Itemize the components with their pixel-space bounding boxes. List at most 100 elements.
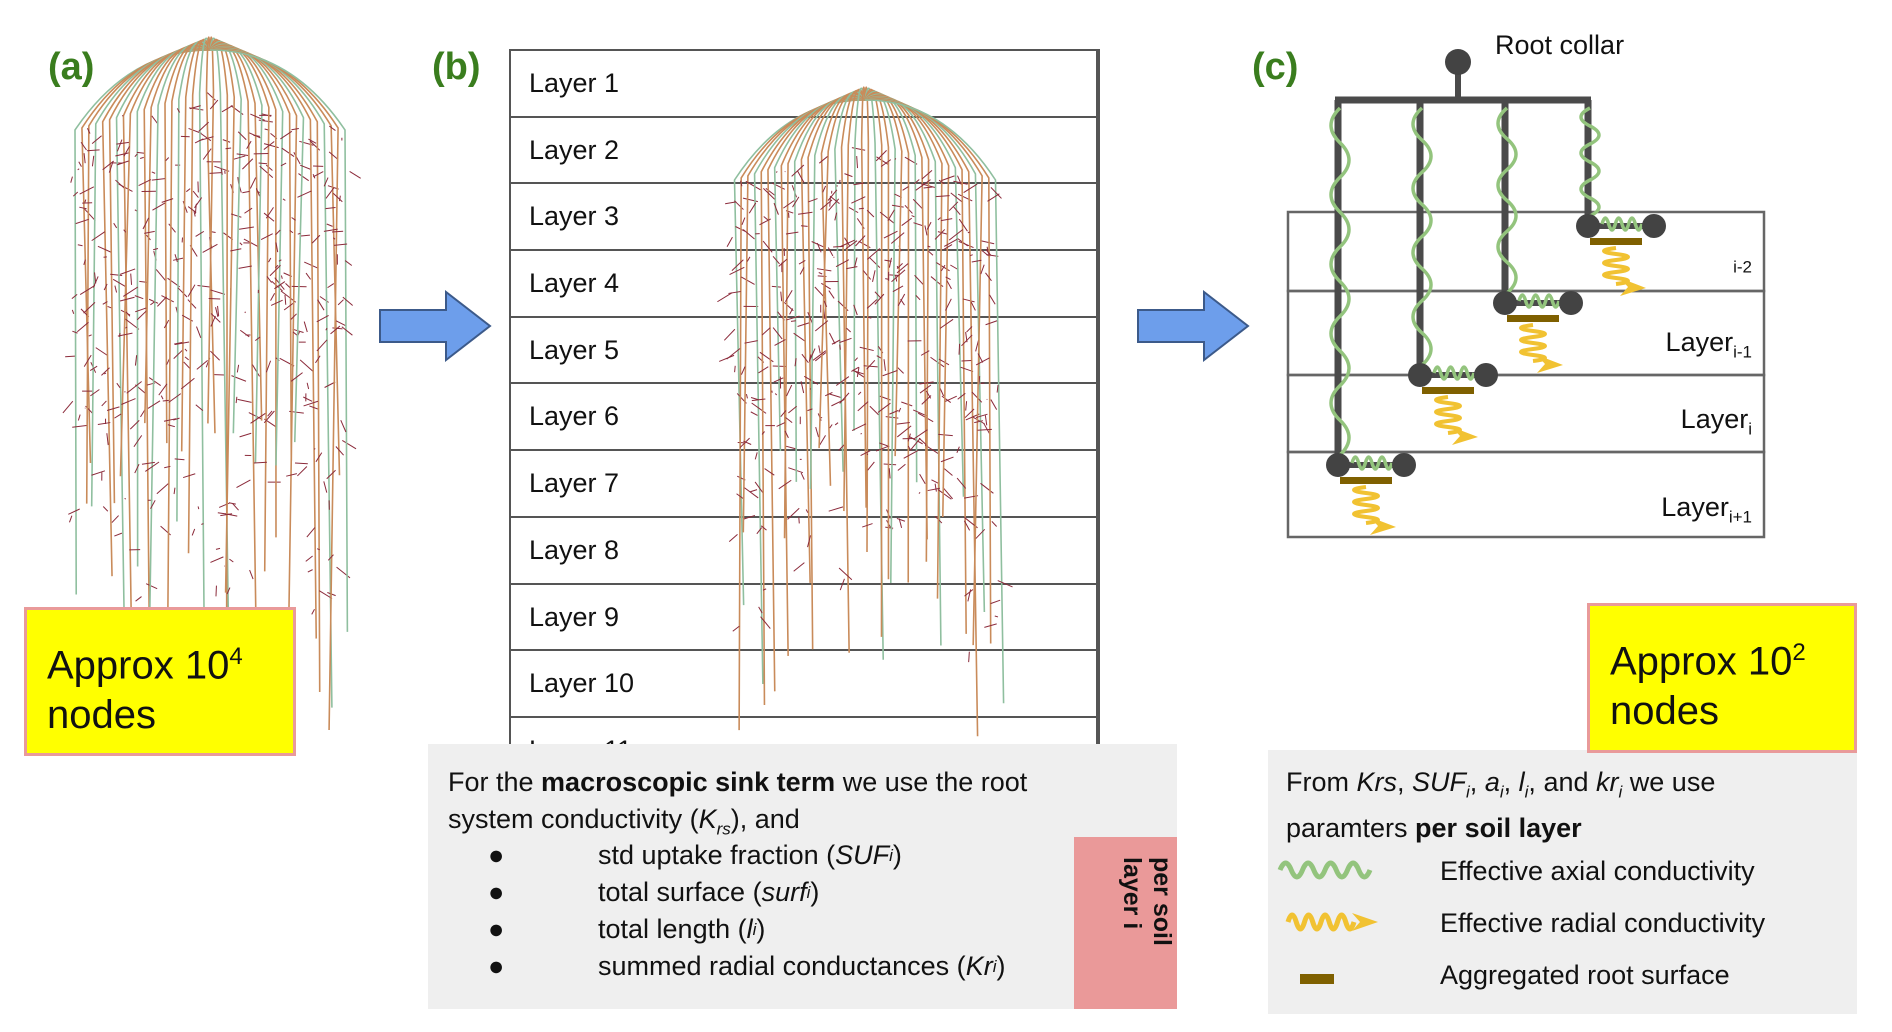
lateral-root: [249, 569, 254, 580]
lateral-root: [196, 360, 208, 370]
lateral-root: [116, 382, 121, 389]
lateral-root: [239, 226, 254, 230]
lateral-root: [237, 398, 252, 403]
lateral-root: [116, 160, 129, 166]
lateral-root: [327, 283, 335, 289]
lateral-root: [136, 151, 145, 154]
lateral-root: [308, 138, 317, 144]
arrow-right-icon: [1137, 290, 1250, 362]
soil-layer: [1286, 450, 1766, 539]
lateral-root: [324, 381, 336, 388]
lateral-root: [68, 508, 80, 515]
bullet-icon: ●: [488, 840, 505, 870]
lateral-root: [172, 257, 184, 261]
root-collar-label: Root collar: [1495, 30, 1625, 60]
lateral-root: [183, 361, 191, 369]
lateral-root: [236, 153, 249, 156]
lateral-root: [339, 195, 341, 202]
aggregated-surface-bar: [1340, 477, 1392, 484]
lateral-root: [101, 367, 110, 376]
lateral-root: [89, 365, 98, 371]
lateral-root: [280, 162, 287, 167]
lateral-root: [226, 587, 231, 595]
axial-conductivity-wave: [1411, 106, 1433, 367]
lateral-root: [162, 399, 170, 402]
lateral-root: [144, 230, 155, 234]
lateral-root: [323, 481, 328, 493]
lateral-root: [290, 313, 297, 320]
lateral-root: [251, 364, 260, 377]
lateral-root: [166, 358, 170, 365]
lateral-root: [187, 284, 196, 297]
lateral-root: [325, 327, 328, 331]
lateral-root: [97, 422, 111, 426]
lateral-root: [187, 299, 197, 309]
lateral-root: [195, 404, 204, 412]
lateral-root: [333, 237, 336, 240]
lateral-root: [303, 396, 313, 402]
lateral-root: [130, 273, 133, 285]
lateral-root: [278, 259, 282, 262]
lateral-root: [220, 168, 223, 175]
lateral-root: [327, 554, 334, 561]
lateral-root: [233, 155, 246, 160]
lateral-root: [331, 230, 344, 233]
lateral-root: [280, 275, 283, 279]
lateral-root: [311, 234, 321, 244]
lateral-root: [117, 332, 133, 337]
lateral-root: [242, 158, 254, 170]
lateral-root: [209, 99, 219, 110]
root-line: [180, 39, 211, 452]
lateral-root: [202, 243, 218, 253]
lateral-root: [244, 207, 253, 214]
lateral-root: [102, 160, 114, 171]
lateral-root: [103, 283, 108, 291]
lateral-root: [97, 245, 112, 253]
lateral-root: [163, 418, 177, 422]
lateral-root: [253, 461, 267, 464]
lateral-root: [242, 190, 250, 194]
axial-conductivity-wave: [1579, 106, 1601, 218]
lateral-root: [194, 197, 203, 209]
lateral-root: [195, 230, 205, 237]
node: [1474, 363, 1498, 387]
soil-layer-row: Layer 1: [509, 49, 1098, 116]
lateral-root: [215, 547, 221, 550]
lateral-root: [315, 452, 323, 463]
lateral-root: [136, 309, 148, 321]
lateral-root: [125, 311, 131, 317]
lateral-root: [189, 105, 201, 110]
lateral-root: [342, 296, 353, 306]
lateral-root: [84, 199, 87, 203]
lateral-root: [133, 435, 143, 448]
lateral-root: [83, 153, 86, 164]
lateral-root: [201, 523, 204, 525]
axial-conductivity-wave: [1496, 106, 1518, 295]
layer-label: i-2: [1733, 257, 1752, 277]
lateral-root: [291, 128, 299, 131]
lateral-root: [229, 558, 234, 563]
box-text: nodes: [1610, 689, 1719, 734]
lateral-root: [115, 152, 129, 157]
radial-wave-arrow-icon: [1285, 912, 1378, 932]
node: [1559, 291, 1583, 315]
radial-conductivity-spring: [1352, 485, 1380, 525]
lateral-root: [200, 133, 212, 142]
legend-label: Aggregated root surface: [1440, 960, 1730, 990]
lateral-root: [110, 273, 123, 277]
lateral-root: [180, 377, 195, 390]
legend-label: Effective radial conductivity: [1440, 908, 1766, 938]
soil-layer-row: Layer 10: [509, 649, 1098, 716]
lateral-root: [263, 141, 275, 150]
lateral-root: [238, 265, 252, 269]
lateral-root: [167, 424, 175, 428]
per-soil-layer-label: per soil layer i: [1074, 837, 1177, 1009]
lateral-root: [309, 405, 319, 410]
lateral-root: [274, 281, 286, 290]
lateral-root: [95, 347, 109, 357]
box-text: nodes: [47, 693, 156, 738]
lateral-root: [123, 286, 139, 297]
